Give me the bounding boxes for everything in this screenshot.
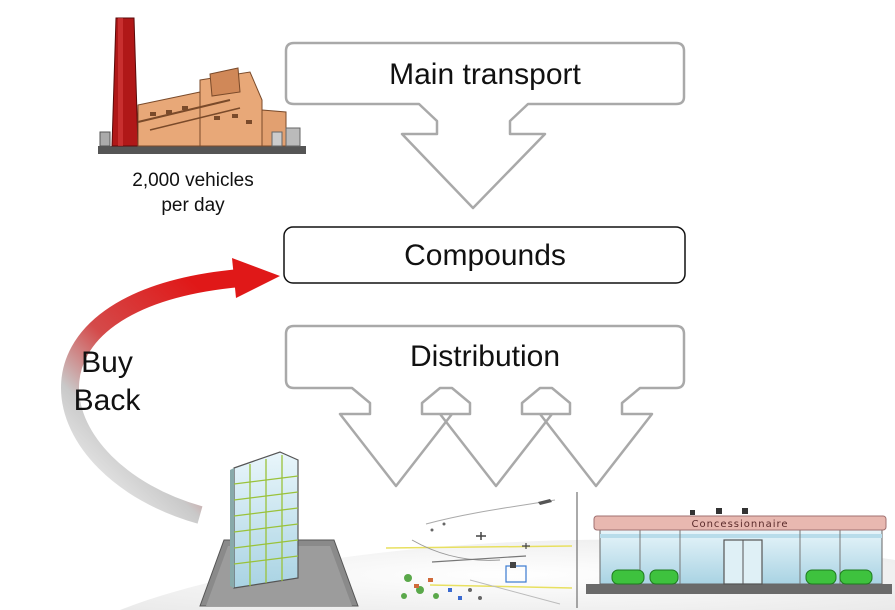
- compounds-box: [283, 226, 686, 284]
- factory-caption-line2: per day: [161, 195, 225, 216]
- main-transport-arrow: [284, 41, 686, 210]
- office-building-icon: [199, 451, 359, 607]
- compounds-label: Compounds: [404, 239, 566, 272]
- buy-back-line2: Back: [73, 384, 141, 417]
- buy-back-arrow: [61, 258, 280, 524]
- factory-caption-line1: 2,000 vehicles: [132, 170, 254, 191]
- buy-back-line1: Buy: [81, 346, 133, 379]
- main-transport-label: Main transport: [389, 58, 581, 91]
- factory-caption: 2,000 vehicles per day: [98, 168, 288, 218]
- buy-back-label: Buy Back: [52, 344, 162, 420]
- dealership-icon: Concessionnaire: [586, 508, 892, 594]
- distribution-arrow: [284, 324, 686, 488]
- dealer-sign-text: Concessionnaire: [691, 519, 788, 530]
- factory-icon: [98, 17, 306, 154]
- distribution-label: Distribution: [410, 340, 560, 373]
- airport-map-icon: [385, 499, 573, 605]
